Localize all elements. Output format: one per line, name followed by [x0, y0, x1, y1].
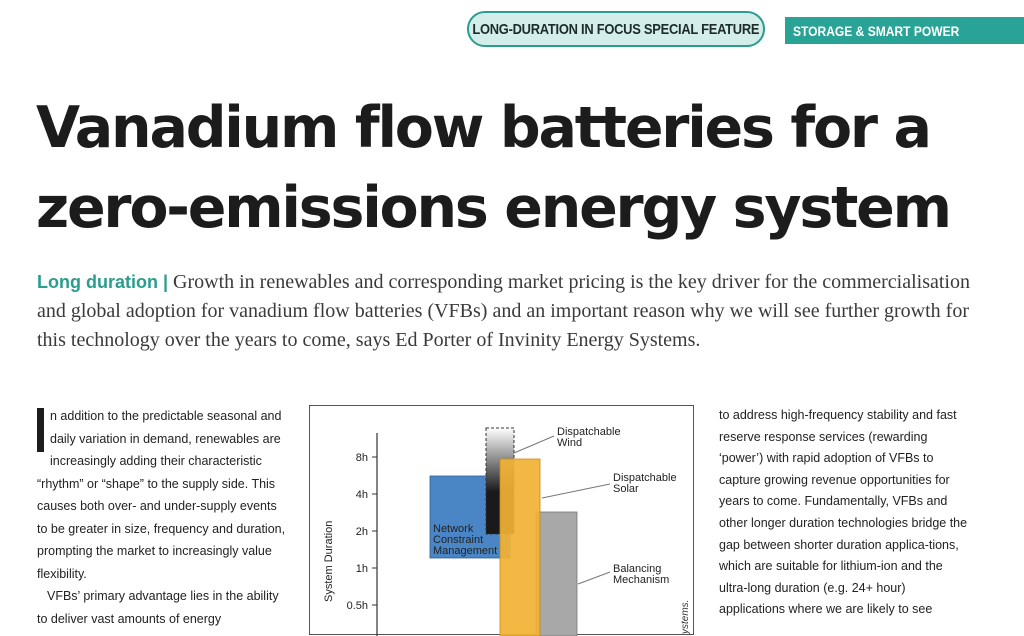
body-column-3: to address high-frequency stability and … [719, 405, 969, 621]
standfirst-lead: Long duration | [37, 272, 169, 292]
figure-diagram: 8h 4h 2h 1h 0.5h System Duration Network… [309, 405, 694, 636]
standfirst-text: Growth in renewables and corresponding m… [37, 271, 970, 351]
figure-side-caption: ystems. [680, 600, 691, 635]
y-axis-label: System Duration [323, 521, 335, 602]
duration-diagram-svg: 8h 4h 2h 1h 0.5h System Duration Network… [323, 426, 691, 636]
standfirst: Long duration | Growth in renewables and… [37, 268, 997, 355]
solar-leader [541, 483, 611, 499]
balancing-label-line-1: Balancing [613, 563, 661, 575]
balancing-label: Balancing Mechanism [613, 563, 669, 586]
drop-cap [37, 408, 44, 452]
feature-pill-label: LONG-DURATION IN FOCUS SPECIAL FEATURE [472, 20, 760, 38]
network-label: Network Constraint Management [433, 523, 497, 557]
wind-label: Dispatchable Wind [557, 426, 624, 449]
solar-label-line-2: Solar [613, 483, 639, 495]
feature-pill: LONG-DURATION IN FOCUS SPECIAL FEATURE [467, 11, 765, 47]
tick-4h: 4h [356, 489, 368, 501]
wind-label-line-2: Wind [557, 437, 582, 449]
section-tag: STORAGE & SMART POWER [785, 17, 1024, 44]
body-column-1: n addition to the predictable seasonal a… [37, 405, 287, 630]
network-label-line-3: Management [433, 545, 497, 557]
wind-leader [513, 435, 555, 454]
article-title: Vanadium flow batteries for a zero-emiss… [36, 88, 1006, 248]
title-line-1: Vanadium flow batteries for a [36, 95, 932, 161]
tick-2h: 2h [356, 526, 368, 538]
tick-8h: 8h [356, 452, 368, 464]
solar-label-line-1: Dispatchable [613, 472, 677, 484]
balancing-block [535, 511, 578, 636]
balancing-label-line-2: Mechanism [613, 574, 669, 586]
y-ticks [372, 456, 377, 606]
tick-1h: 1h [356, 563, 368, 575]
wind-label-line-1: Dispatchable [557, 426, 621, 438]
network-label-line-2: Constraint [433, 534, 483, 546]
solar-label: Dispatchable Solar [613, 472, 680, 495]
title-line-2: zero-emissions energy system [36, 175, 952, 241]
body-paragraph-1: n addition to the predictable seasonal a… [37, 409, 286, 581]
solar-block [499, 458, 541, 636]
body-paragraph-2: VFBs’ primary advantage lies in the abil… [37, 589, 279, 626]
section-tag-label: STORAGE & SMART POWER [793, 22, 960, 39]
body-paragraph-3: to address high-frequency stability and … [719, 408, 968, 617]
network-label-line-1: Network [433, 523, 474, 535]
balancing-leader [577, 571, 611, 585]
tick-0-5h: 0.5h [347, 600, 368, 612]
